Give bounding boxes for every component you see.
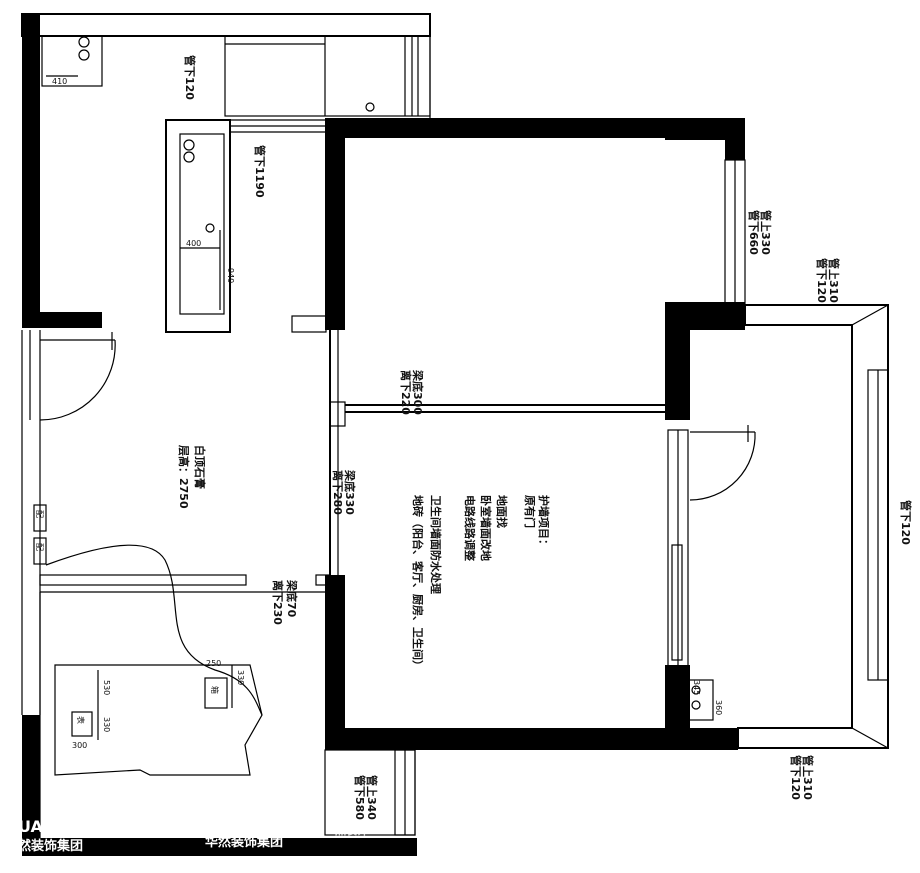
wall-center-post <box>291 315 327 333</box>
watermark-center: 华然装饰集团 <box>205 834 283 850</box>
wall-left-lower <box>22 715 40 855</box>
beam3-top: 梁底70 <box>285 579 299 618</box>
dim-360: 360 <box>714 700 723 715</box>
dim-330b: 330 <box>236 670 245 685</box>
living-ceiling-1: 白顶石膏 <box>193 445 207 489</box>
right-room-corner-bottom <box>851 727 889 749</box>
main-note-4: 电路线路调整 <box>463 495 477 561</box>
note-bottom-right-bottom: 管下120 <box>789 755 803 800</box>
main-note-0: 护墙项目： <box>537 495 551 550</box>
main-note-2: 地面找 <box>495 495 509 528</box>
drain-icon-2 <box>78 49 90 61</box>
main-note-3: 卧室墙面改地 <box>479 495 493 561</box>
wall-center-vertical <box>325 118 345 330</box>
tank-box-2 <box>71 711 93 737</box>
bedroom-door-swing <box>689 431 756 501</box>
dim-250: 250 <box>206 659 221 668</box>
wall-left-stub <box>22 312 102 328</box>
drain-icon <box>78 36 90 48</box>
watermark-line: 然装饰集团 <box>18 838 83 854</box>
note-bedroom-window-bottom: 管下120 <box>815 258 829 303</box>
kitchen-counter <box>165 119 231 333</box>
gas-icon <box>205 223 215 233</box>
beam2-top: 梁底330 <box>343 469 357 515</box>
fixture-box1: 配 <box>35 510 44 518</box>
watermark-right: 然装饰 <box>335 823 368 837</box>
window-kitchen-top <box>224 35 431 117</box>
dim-530: 530 <box>102 680 111 695</box>
sink-icon <box>183 139 195 151</box>
beam1-bottom: 离下220 <box>399 370 413 415</box>
tank-box <box>204 677 228 709</box>
fixture-box2: 配 <box>35 543 44 551</box>
wall-bottom <box>325 728 665 750</box>
note-kitchen-pipe: 管下120 <box>183 55 197 100</box>
meter-box-2 <box>33 537 47 565</box>
note-room-window-bottom: 管下660 <box>747 210 761 255</box>
note-bottom-center-bottom: 管下580 <box>353 775 367 820</box>
watermark-left: UA <box>18 817 44 836</box>
note-bedroom-window-top: 管上310 <box>827 258 841 303</box>
sliding-door <box>671 544 683 661</box>
note-room-window-top: 管上330 <box>759 210 773 255</box>
dim-400: 400 <box>186 239 201 248</box>
cable-route <box>45 544 263 716</box>
dim-345: 345 <box>692 680 701 695</box>
floor-drain-icon-2 <box>691 700 701 710</box>
pipe-icon <box>365 102 375 112</box>
dim-410: 410 <box>52 77 67 86</box>
wall-living-lower-2 <box>315 574 331 586</box>
main-note-1: 原有门 <box>523 495 537 528</box>
dim-300: 300 <box>72 741 87 750</box>
wall-top-kitchen <box>21 13 431 37</box>
fixture-tank: 箱 <box>210 686 220 694</box>
meter-box-1 <box>33 504 47 532</box>
wall-bottom-floor <box>22 838 417 856</box>
entry-door-swing <box>39 339 116 421</box>
dim-940: 940 <box>226 268 235 283</box>
beam3-bottom: 离下230 <box>271 580 285 625</box>
wall-left-upper <box>22 14 40 314</box>
floor-drain-icon <box>691 685 701 695</box>
wall-center-top <box>325 118 745 138</box>
right-room-corner-top <box>851 304 889 326</box>
main-note-5: 卫生间墙面防水处理 <box>429 495 443 594</box>
note-balcony-pipe: 管下1190 <box>253 145 267 198</box>
main-note-6: 地砖（阳台、客厅、厨房、卫生间） <box>411 495 425 671</box>
note-right-pipe: 管下120 <box>899 500 913 545</box>
dim-330: 330 <box>102 717 111 732</box>
right-room-outline <box>737 304 889 749</box>
kitchen-corner-fixture <box>41 35 103 87</box>
wall-living-lower <box>39 574 247 586</box>
wall-bottom-right <box>665 665 738 750</box>
bath-fixture <box>687 679 714 721</box>
fixture-meter: 表 <box>76 716 86 724</box>
wall-lower-center <box>325 575 345 750</box>
note-bottom-center-top: 管上340 <box>365 775 379 820</box>
sink-icon-2 <box>183 151 195 163</box>
bedroom-corner-ne <box>665 118 745 160</box>
utility-area <box>54 664 263 776</box>
note-bottom-right-top: 管上310 <box>801 755 815 800</box>
beam1-top: 梁底300 <box>411 369 425 415</box>
beam2-bottom: 离下280 <box>331 470 345 515</box>
living-ceiling-2: 层高：2750 <box>177 444 191 509</box>
kitchen-counter-inner <box>179 133 225 315</box>
bedroom-corner-se <box>665 302 745 420</box>
